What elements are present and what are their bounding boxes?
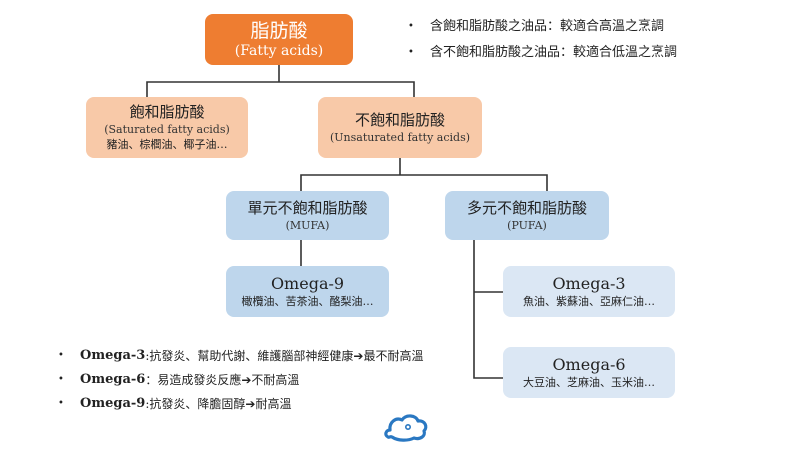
node-title: Omega-3: [552, 273, 626, 293]
cooking-notes: • 含飽和脂肪酸之油品：較適合高溫之烹調 • 含不飽和脂肪酸之油品：較適合低溫之…: [408, 14, 677, 66]
node-title: 單元不飽和脂肪酸: [247, 199, 368, 217]
legend-result: 最不耐高溫: [363, 349, 424, 363]
legend-separator: ：: [145, 373, 158, 387]
node-examples: 魚油、紫蘇油、亞麻仁油…: [523, 294, 655, 308]
node-subtitle: (Saturated fatty acids): [104, 123, 230, 136]
node-title: Omega-6: [552, 354, 626, 374]
bullet-icon: •: [58, 398, 64, 409]
node-subtitle: (PUFA): [507, 219, 547, 232]
connector-level2: [300, 174, 548, 191]
omega-6-node: Omega-6 大豆油、芝麻油、玉米油…: [503, 347, 675, 398]
note-text: 含不飽和脂肪酸之油品：較適合低溫之烹調: [430, 45, 678, 60]
omega-3-node: Omega-3 魚油、紫蘇油、亞麻仁油…: [503, 266, 675, 317]
node-examples: 豬油、棕櫚油、椰子油…: [106, 138, 228, 151]
bullet-icon: •: [58, 350, 64, 361]
node-subtitle: (Unsaturated fatty acids): [329, 131, 471, 144]
node-subtitle: (Fatty acids): [234, 42, 324, 59]
legend-item: • Omega-9 : 抗發炎、降膽固醇 ➔ 耐高溫: [58, 392, 423, 416]
note-item: • 含不飽和脂肪酸之油品：較適合低溫之烹調: [408, 40, 677, 66]
omega-legend: • Omega-3 : 抗發炎、幫助代謝、維護腦部神經健康 ➔ 最不耐高溫 • …: [58, 344, 423, 416]
bullet-icon: •: [408, 47, 414, 58]
node-title: 多元不飽和脂肪酸: [466, 199, 587, 217]
node-title: 不飽和脂肪酸: [354, 111, 445, 129]
node-examples: 橄欖油、苦茶油、酪梨油…: [241, 294, 374, 308]
node-title: 飽和脂肪酸: [129, 103, 205, 121]
note-item: • 含飽和脂肪酸之油品：較適合高溫之烹調: [408, 14, 677, 40]
mufa-node: 單元不飽和脂肪酸 (MUFA): [226, 191, 389, 240]
legend-text: 易造成發炎反應: [157, 373, 242, 387]
legend-item: • Omega-3 : 抗發炎、幫助代謝、維護腦部神經健康 ➔ 最不耐高溫: [58, 344, 423, 368]
bullet-icon: •: [58, 374, 64, 385]
legend-text: 抗發炎、降膽固醇: [149, 397, 246, 411]
legend-separator: :: [145, 397, 150, 411]
legend-name: Omega-9: [80, 396, 146, 411]
arrow-right-icon: ➔: [245, 397, 256, 411]
saturated-fatty-acids-node: 飽和脂肪酸 (Saturated fatty acids) 豬油、棕櫚油、椰子油…: [86, 97, 248, 158]
omega-9-node: Omega-9 橄欖油、苦茶油、酪梨油…: [226, 266, 389, 317]
connector-pufa-omegas: [473, 240, 503, 379]
unsaturated-fatty-acids-node: 不飽和脂肪酸 (Unsaturated fatty acids): [318, 97, 482, 158]
legend-separator: :: [145, 349, 150, 363]
bullet-icon: •: [408, 21, 414, 32]
legend-item: • Omega-6 ： 易造成發炎反應 ➔ 不耐高溫: [58, 368, 423, 392]
fatty-acids-node: 脂肪酸 (Fatty acids): [205, 14, 353, 65]
legend-text: 抗發炎、幫助代謝、維護腦部神經健康: [149, 349, 354, 363]
legend-result: 不耐高溫: [251, 373, 300, 387]
legend-result: 耐高溫: [255, 397, 292, 411]
note-text: 含飽和脂肪酸之油品：較適合高溫之烹調: [430, 19, 665, 34]
legend-name: Omega-6: [80, 372, 146, 387]
node-title: Omega-9: [270, 273, 345, 293]
arrow-right-icon: ➔: [241, 373, 252, 387]
node-subtitle: (MUFA): [285, 219, 330, 232]
node-title: 脂肪酸: [250, 19, 308, 42]
legend-name: Omega-3: [80, 348, 146, 363]
cloud-logo-icon: [384, 414, 428, 442]
node-examples: 大豆油、芝麻油、玉米油…: [523, 375, 655, 389]
arrow-right-icon: ➔: [353, 349, 364, 363]
connector-level1: [146, 81, 415, 97]
pufa-node: 多元不飽和脂肪酸 (PUFA): [445, 191, 609, 240]
